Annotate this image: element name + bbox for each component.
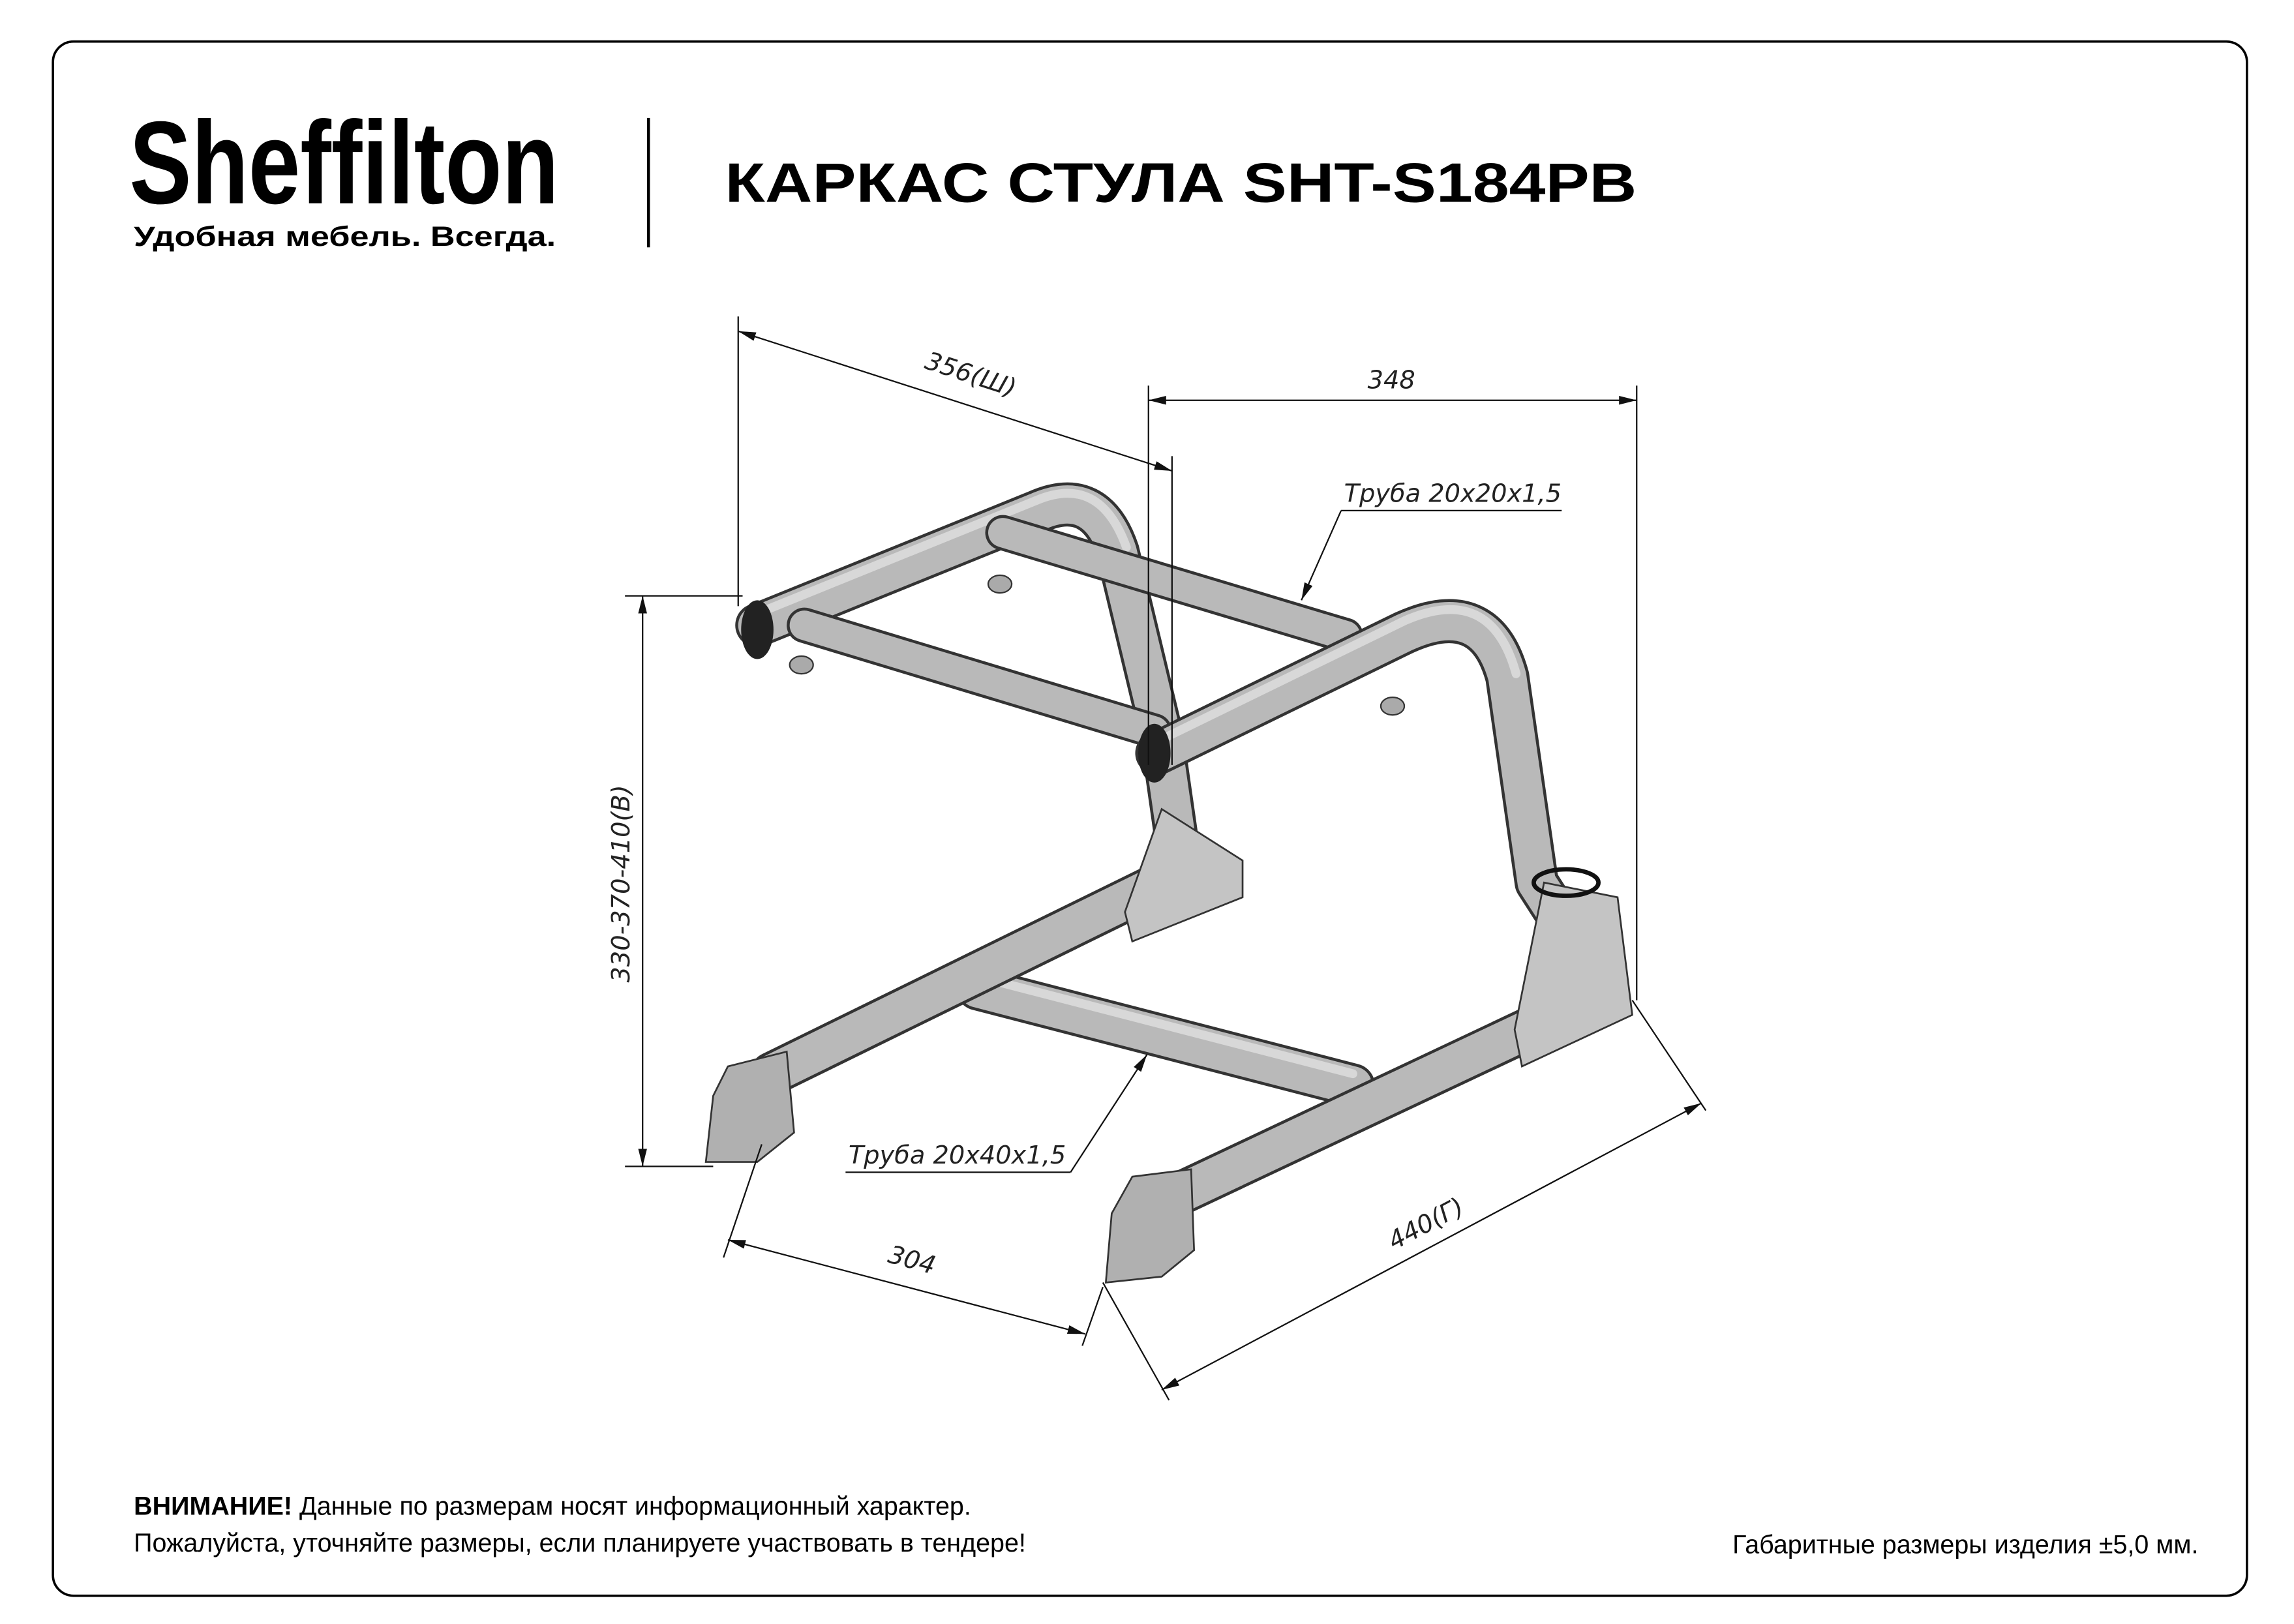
brand-logo: Sheffilton bbox=[129, 98, 558, 229]
seat-crossbars bbox=[787, 515, 1406, 749]
warning-text: ВНИМАНИЕ! Данные по размерам носят инфор… bbox=[134, 1492, 971, 1521]
svg-text:Труба 20х20х1,5: Труба 20х20х1,5 bbox=[1344, 479, 1562, 508]
svg-text:Труба 20х40х1,5: Труба 20х40х1,5 bbox=[849, 1141, 1066, 1170]
left-side-frame bbox=[704, 482, 1244, 1163]
chair-frame-drawing bbox=[704, 482, 1633, 1284]
brand-slogan: Удобная мебель. Всегда. bbox=[134, 221, 556, 252]
sheet-border bbox=[52, 40, 2248, 1597]
dimension-front-span: 304 bbox=[723, 1144, 1104, 1346]
dimension-height: 330-370-410(В) bbox=[607, 595, 743, 1167]
callout-tube-top: Труба 20х20х1,5 bbox=[1301, 479, 1562, 601]
svg-text:330-370-410(В): 330-370-410(В) bbox=[607, 785, 636, 982]
callout-tube-bottom: Труба 20х40х1,5 bbox=[845, 1054, 1148, 1173]
page-title: КАРКАС СТУЛА SHT-S184PB bbox=[725, 151, 1637, 214]
right-side-frame bbox=[1104, 599, 1633, 1284]
svg-text:440(Г): 440(Г) bbox=[1383, 1192, 1469, 1256]
dimension-top-span: 348 bbox=[1147, 366, 1638, 1000]
bottom-crossbar bbox=[956, 966, 1375, 1108]
tender-note: Пожалуйста, уточняйте размеры, если план… bbox=[134, 1529, 1026, 1557]
svg-text:348: 348 bbox=[1368, 366, 1415, 395]
svg-text:304: 304 bbox=[885, 1240, 939, 1280]
tolerance-note: Габаритные размеры изделия ±5,0 мм. bbox=[1732, 1530, 2198, 1559]
